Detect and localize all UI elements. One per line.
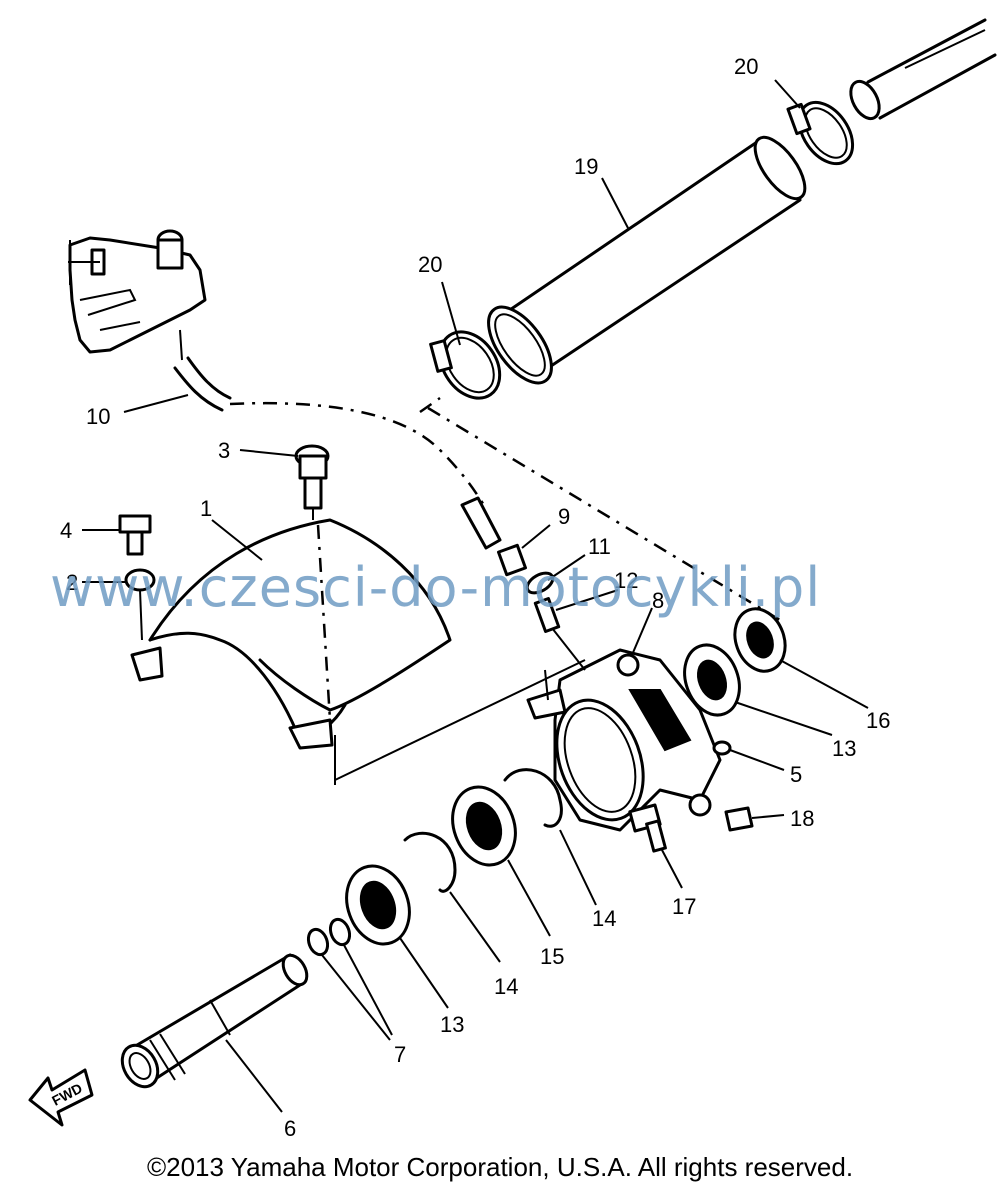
callout-14-lower: 14 [494, 974, 518, 999]
guide-line-a [419, 396, 441, 414]
sleeve-part [496, 543, 528, 577]
shaft-tube [487, 135, 807, 385]
hose-piece [460, 496, 502, 550]
callout-5: 5 [790, 762, 802, 787]
bolt-lower [628, 803, 667, 853]
callout-1: 1 [200, 496, 212, 521]
clip-part [724, 806, 754, 832]
o-rings [306, 917, 393, 1041]
hose-clamp-lower [429, 330, 502, 400]
callout-3: 3 [218, 438, 230, 463]
fitting-part [294, 444, 330, 520]
callout-17: 17 [672, 894, 696, 919]
guide-line-b [427, 406, 781, 622]
drive-shaft-upper [849, 18, 997, 121]
leader-lines [82, 79, 869, 1113]
bearing-housing [526, 648, 722, 832]
engine-fragment [68, 229, 207, 354]
forward-arrow-icon: FWD [28, 1068, 94, 1127]
drive-shaft-lower [120, 953, 309, 1089]
bearing-13-lower [345, 864, 411, 946]
callout-4: 4 [60, 518, 72, 543]
bearing-15 [451, 785, 517, 867]
cover-part [130, 518, 586, 785]
bearing-13-upper [683, 643, 741, 717]
callout-9: 9 [558, 504, 570, 529]
callout-15: 15 [540, 944, 564, 969]
callout-20-upper: 20 [734, 54, 758, 79]
callout-6: 6 [284, 1116, 296, 1141]
callout-13-lower: 13 [440, 1012, 464, 1037]
bearing-16 [733, 607, 787, 673]
dowel-pin [712, 740, 732, 756]
callout-20-lower: 20 [418, 252, 442, 277]
watermark-text: www.czesci-do-motocykli.pl [50, 556, 822, 619]
copyright-text: ©2013 Yamaha Motor Corporation, U.S.A. A… [146, 1152, 854, 1182]
breather-hose [173, 329, 488, 509]
grommet-part [525, 571, 555, 595]
callout-11: 11 [588, 534, 611, 559]
callout-16: 16 [866, 708, 890, 733]
callout-19: 19 [574, 154, 598, 179]
callout-8: 8 [652, 588, 664, 613]
circlip-14-lower [403, 831, 457, 893]
bolt-upper [118, 514, 152, 556]
callout-18: 18 [790, 806, 814, 831]
callout-labels: 20 19 20 10 3 1 4 2 9 11 12 8 16 13 5 18… [60, 54, 890, 1141]
callout-10: 10 [86, 404, 110, 429]
callout-12: 12 [614, 568, 638, 593]
callout-14-upper: 14 [592, 906, 616, 931]
washer-part [124, 568, 156, 641]
circlip-14-upper [503, 768, 563, 828]
callout-13-upper: 13 [832, 736, 856, 761]
hose-clamp-upper [786, 100, 855, 166]
callout-7: 7 [394, 1042, 406, 1067]
callout-2: 2 [66, 570, 78, 595]
